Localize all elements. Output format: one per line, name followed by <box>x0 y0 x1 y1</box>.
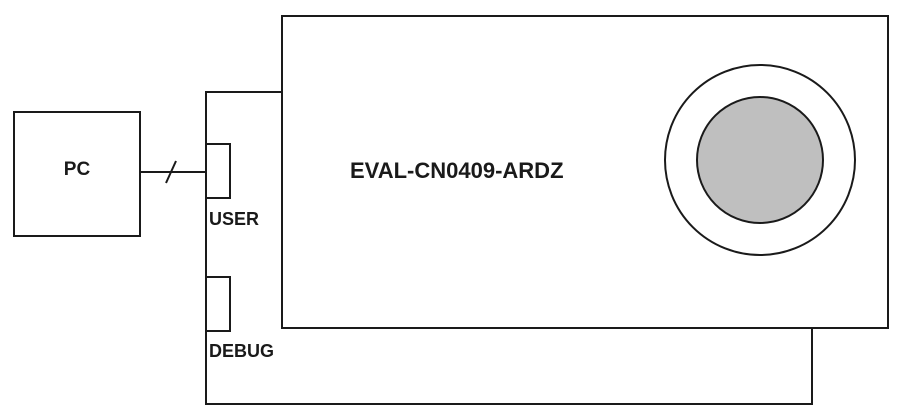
sensor-inner-disc <box>696 96 824 224</box>
board-label: EVAL-CN0409-ARDZ <box>350 158 564 183</box>
user-port-label: USER <box>209 209 260 229</box>
debug-port-label: DEBUG <box>209 341 275 361</box>
debug-port <box>205 276 231 332</box>
bus-slash-mark <box>165 160 177 184</box>
user-port <box>205 143 231 199</box>
pc-label: PC <box>63 159 91 180</box>
pc-box <box>13 111 141 237</box>
